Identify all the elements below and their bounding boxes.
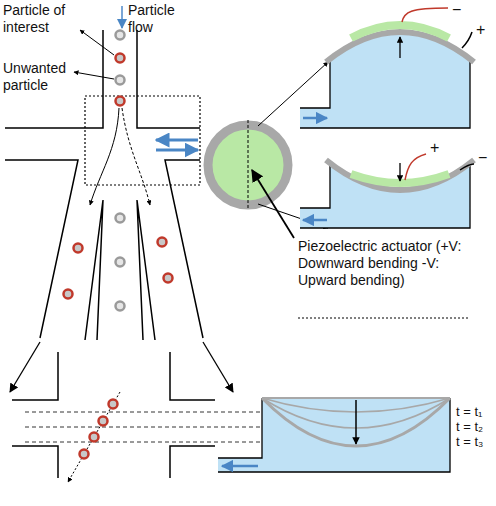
leader-line [80,30,114,55]
particles [116,258,125,267]
chamber-section [262,398,450,446]
chamber-section [218,398,450,472]
particles [164,274,173,283]
flow-arrow [156,139,198,142]
actuator-upward [300,62,470,128]
particles [116,97,125,106]
trajectory [90,108,119,205]
actuator-upward [351,25,449,38]
actuator-upward [326,32,474,62]
particles [80,400,118,459]
particles [116,54,125,63]
flow-arrow [156,149,198,152]
junction-walls [12,446,58,478]
actuator-downward [300,160,470,228]
junction-walls [12,352,215,478]
polarity-sign: + [430,138,439,157]
particles [90,433,99,442]
time-label: t = t₁ [456,404,482,420]
chamber-section [222,465,258,468]
actuator-downward [300,154,474,228]
actuator-downward [303,219,327,222]
particles [158,238,167,247]
actuator-upward [402,8,448,22]
particles [116,214,125,223]
time-label: t = t₂ [456,419,483,435]
chamber-section [218,398,450,472]
chamber-section [262,397,450,399]
particles [64,290,73,299]
particles [74,244,83,253]
polarity-sign: − [452,0,461,19]
actuator-upward [462,32,472,48]
actuator-upward [399,37,400,58]
polarity-sign: + [476,20,485,39]
polarity-sign: − [478,148,487,167]
leader-line [74,72,114,79]
chamber-section [218,398,450,472]
particles [116,76,125,85]
particle-label: Particle of interest [3,2,93,36]
flow-arrow [121,6,123,28]
actuator-downward [460,164,474,170]
section-line [248,120,249,210]
flow-label: Particle flow [128,2,188,36]
channel-walls [137,200,155,340]
channel-walls [165,160,203,338]
particles [109,400,118,409]
particles [64,31,173,311]
junction-walls [170,446,215,478]
particles [80,450,89,459]
channel-walls [5,160,78,338]
channel-walls [137,30,200,128]
actuator-upward [300,32,470,128]
channel-walls [5,30,203,340]
time-label: t = t₃ [456,434,483,450]
actuator-upward [300,8,474,128]
actuator-downward [300,160,470,228]
actuator-label: Piezoelectric actuator (+V: Downward ben… [298,238,468,288]
channel-walls [85,200,103,340]
particles [99,417,108,426]
chamber-section [355,400,357,444]
trajectory [68,392,120,482]
junction-walls [170,352,215,400]
actuator-downward [399,163,400,181]
separator-line [298,318,470,319]
leader-line [252,170,294,238]
actuator-downward [326,160,474,190]
pointer-arrow [203,342,233,392]
particles [116,302,125,311]
actuator-upward [303,117,327,120]
particles [116,31,125,40]
junction-walls [12,352,58,400]
actuator-downward [405,154,426,180]
pointer-arrow [10,342,40,392]
trajectory [122,108,150,205]
particle-label: Unwanted particle [3,60,73,94]
